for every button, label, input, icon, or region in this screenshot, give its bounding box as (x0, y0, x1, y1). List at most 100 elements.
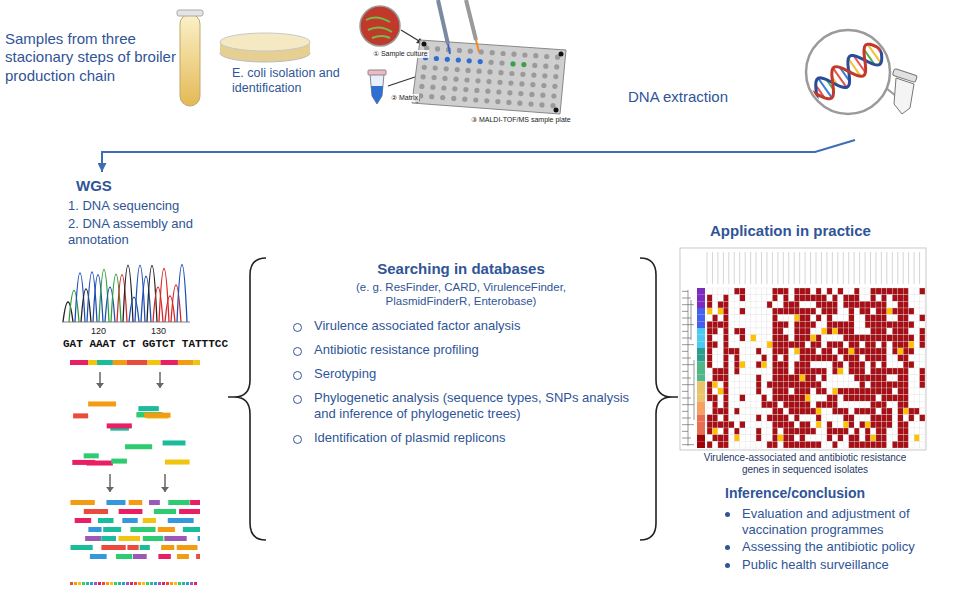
heatmap-cell (898, 421, 903, 428)
heatmap-cell (909, 288, 914, 295)
heatmap-cell (920, 328, 925, 335)
heatmap-cell (920, 415, 925, 422)
heatmap-cell (718, 361, 723, 368)
heatmap-cell (881, 288, 886, 295)
heatmap-cell (854, 335, 859, 342)
heatmap-cell (800, 435, 805, 442)
heatmap-cell (712, 295, 717, 302)
flow-arrowhead (161, 487, 169, 492)
heatmap-cell (876, 381, 881, 388)
heatmap-cell (800, 441, 805, 448)
heatmap-cell (865, 348, 870, 355)
heatmap-cell (778, 368, 783, 375)
heatmap-cell (854, 368, 859, 375)
heatmap-cell (854, 375, 859, 382)
plate-well (541, 83, 546, 88)
plate-well (434, 56, 439, 61)
heatmap-cell (745, 335, 750, 342)
heatmap-cell (871, 341, 876, 348)
heatmap-cell (909, 395, 914, 402)
heatmap-cell (892, 395, 897, 402)
heatmap-cell (800, 335, 805, 342)
heatmap-cell (707, 321, 712, 328)
heatmap-cell (849, 408, 854, 415)
heatmap-cell (772, 441, 777, 448)
heatmap-cell (876, 435, 881, 442)
step-text: Phylogenetic analysis (sequence types, S… (314, 390, 637, 422)
group-color-cell (697, 341, 705, 348)
heatmap-cell (745, 315, 750, 322)
heatmap-cell (772, 295, 777, 302)
heatmap-cell (789, 441, 794, 448)
heatmap-cell (887, 341, 892, 348)
heatmap-cell (811, 441, 816, 448)
heatmap-cell (712, 355, 717, 362)
heatmap-cell (756, 301, 761, 308)
heatmap-cell (832, 388, 837, 395)
heatmap-cell (816, 315, 821, 322)
test-tube (180, 14, 200, 106)
step-text: Identification of plasmid replicons (314, 430, 506, 446)
heatmap-cell (734, 348, 739, 355)
heatmap-cell (871, 368, 876, 375)
heatmap-header-tick (821, 252, 822, 284)
heatmap-cell (778, 328, 783, 335)
base-pair (896, 33, 901, 40)
heatmap-cell (881, 401, 886, 408)
heatmap-cell (860, 328, 865, 335)
heatmap-cell (920, 321, 925, 328)
heatmap-cell (871, 441, 876, 448)
heatmap-cell (734, 408, 739, 415)
heatmap-cell (767, 341, 772, 348)
heatmap-cell (751, 328, 756, 335)
plate-well (429, 94, 434, 99)
step-text: Serotyping (314, 366, 376, 382)
heatmap-cell (707, 308, 712, 315)
heatmap-cell (778, 341, 783, 348)
heatmap-cell (832, 375, 837, 382)
matrix-tube (370, 74, 384, 104)
sequence-strip (122, 582, 125, 585)
heatmap-cell (816, 335, 821, 342)
plate-marker (554, 108, 559, 113)
step-text: Evaluation and adjustment of vaccination… (742, 506, 930, 538)
heatmap-cell (800, 288, 805, 295)
dna-read (193, 360, 200, 365)
heatmap-cell (740, 375, 745, 382)
group-color-cell (697, 295, 705, 302)
assembled-read (164, 536, 186, 541)
assembled-read (90, 554, 107, 559)
heatmap-cell (772, 321, 777, 328)
heatmap-cell (723, 315, 728, 322)
heatmap-cell (756, 421, 761, 428)
heatmap-cell (914, 401, 919, 408)
heatmap-cell (729, 368, 734, 375)
plate-well (475, 78, 480, 83)
heatmap-cell (805, 388, 810, 395)
heatmap-cell (909, 321, 914, 328)
heatmap-cell (860, 348, 865, 355)
heatmap-cell (914, 421, 919, 428)
heatmap-cell (778, 435, 783, 442)
heatmap-cell (871, 315, 876, 322)
heatmap-cell (778, 428, 783, 435)
group-color-cell (697, 368, 705, 375)
heatmap-cell (811, 428, 816, 435)
heatmap-header-tick (717, 252, 718, 284)
sequence-strip (90, 582, 93, 585)
heatmap-cell (903, 308, 908, 315)
sequence-strip (138, 582, 141, 585)
heatmap-cell (876, 348, 881, 355)
chromatogram-peak (69, 290, 79, 322)
heatmap-cell (778, 295, 783, 302)
plate-well (511, 52, 516, 57)
heatmap-cell (745, 388, 750, 395)
plate-well (477, 69, 482, 74)
heatmap-cell (767, 381, 772, 388)
heatmap-cell (876, 328, 881, 335)
heatmap-cell (783, 368, 788, 375)
heatmap-cell (821, 381, 826, 388)
chromatogram-peak (129, 297, 139, 322)
heatmap-cell (843, 295, 848, 302)
heatmap-cell (740, 295, 745, 302)
